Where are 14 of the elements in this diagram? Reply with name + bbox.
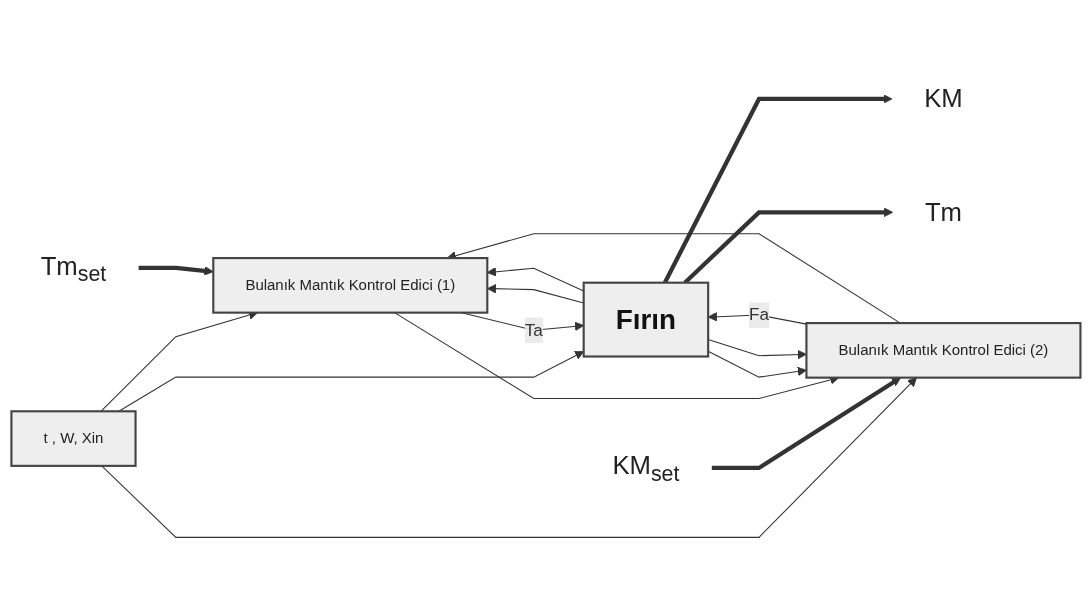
node-box: Bulanık Mantık Kontrol Edici (2) (805, 322, 1082, 379)
node-box: Fırın (582, 281, 710, 358)
edge-label: Ta (524, 320, 543, 339)
node-box: Bulanık Mantık Kontrol Edici (1) (212, 257, 489, 314)
node-text: KM$_{set}$ (612, 450, 680, 485)
node-box: t , W, Xin (10, 410, 137, 467)
node-text: Tm (924, 197, 962, 227)
edge-label: Fa (749, 305, 769, 324)
arrow (118, 351, 585, 412)
node-text: Tm$_{set}$ (40, 250, 107, 285)
node-text: KM (924, 83, 963, 113)
arrow (101, 377, 917, 538)
arrow (138, 265, 214, 276)
arrow (711, 377, 902, 471)
